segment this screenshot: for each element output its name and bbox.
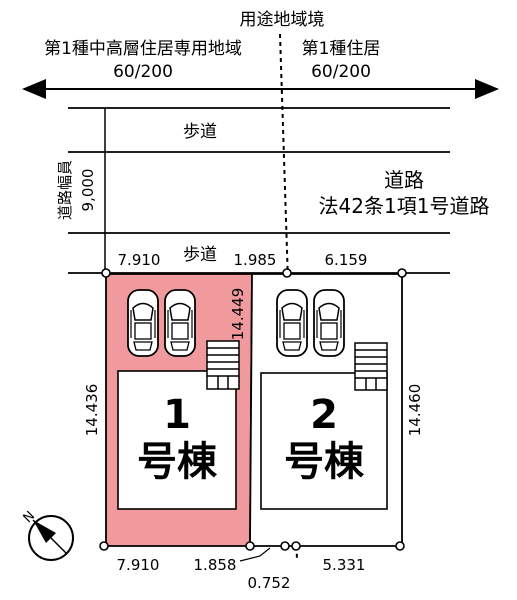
zoning-boundary-label: 用途地域境 (240, 10, 325, 30)
dim-top-lot1: 7.910 (118, 251, 161, 269)
stair-icon-1 (206, 340, 240, 390)
road-label: 道路 (384, 168, 424, 192)
building-1-footprint (117, 370, 237, 510)
dim-bottom-a: 1.858 (194, 556, 237, 574)
building-2-footprint (260, 372, 388, 510)
road-width-label: 道路幅員 (56, 160, 74, 220)
dim-top-lot2: 6.159 (325, 251, 368, 269)
dim-bottom-b: 0.752 (248, 574, 291, 592)
left-zone-ratio: 60/200 (113, 62, 173, 82)
road-width-value: 9,000 (79, 169, 97, 212)
dim-divider: 14.449 (229, 288, 247, 341)
dim-bottom-lot2: 5.331 (323, 556, 366, 574)
building-2-number: 2 (310, 392, 338, 438)
dim-left-side: 14.436 (83, 384, 101, 437)
car-icon-4 (313, 289, 345, 357)
dim-bottom-lot1: 7.910 (117, 556, 160, 574)
road-type-label: 法42条1項1号道路 (319, 194, 490, 218)
right-zone-name: 第1種住居 (302, 39, 381, 59)
dim-bottom-a-leader (239, 547, 271, 562)
building-2-suffix: 号棟 (284, 439, 365, 485)
building-1-suffix: 号棟 (137, 439, 218, 485)
lot-corner-points (99, 268, 407, 551)
car-icon-2 (164, 289, 196, 357)
stair-icon-2 (354, 342, 388, 391)
north-arrow-icon (28, 515, 74, 561)
building-1-number: 1 (163, 392, 191, 438)
dim-right-side: 14.460 (406, 384, 424, 437)
sidewalk-label-south: 歩道 (183, 245, 217, 265)
car-icon-3 (276, 289, 308, 357)
sidewalk-label-north: 歩道 (183, 122, 217, 142)
car-icon-1 (127, 289, 159, 357)
left-zone-name: 第1種中高層住居専用地域 (44, 39, 242, 59)
dim-top-corner: 1.985 (234, 251, 277, 269)
right-zone-ratio: 60/200 (311, 62, 371, 82)
